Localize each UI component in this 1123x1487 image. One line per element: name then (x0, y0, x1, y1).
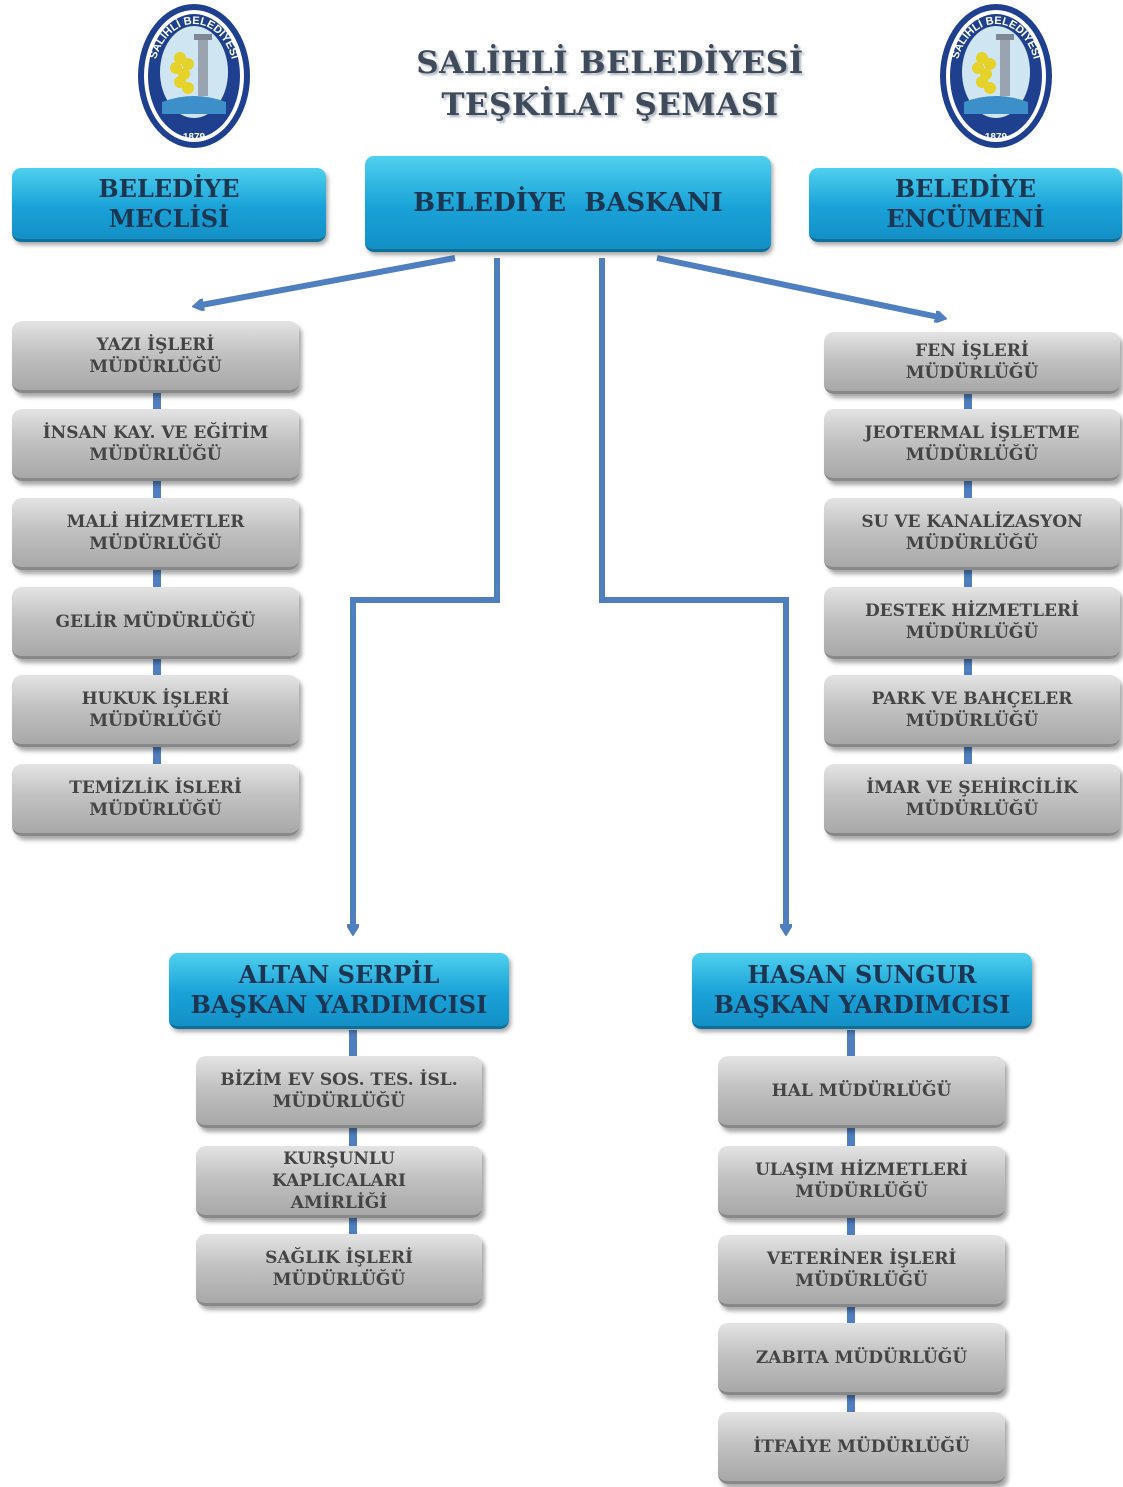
deputy2-unit-box: VETERİNER İŞLERİ MÜDÜRLÜĞÜ (718, 1235, 1005, 1307)
right-unit-label: PARK VE BAHÇELER MÜDÜRLÜĞÜ (871, 688, 1073, 731)
deputy2-unit-label: ULAŞIM HİZMETLERİ MÜDÜRLÜĞÜ (755, 1159, 968, 1202)
deputy2-unit-box: İTFAİYE MÜDÜRLÜĞÜ (718, 1412, 1005, 1484)
left-unit-label: TEMİZLİK İSLERİ MÜDÜRLÜĞÜ (69, 777, 242, 820)
left-unit-label: HUKUK İŞLERİ MÜDÜRLÜĞÜ (81, 688, 230, 731)
belediye-baskani-box: BELEDİYE BASKANI (365, 156, 771, 252)
deputy1-unit-label: SAĞLIK İŞLERİ MÜDÜRLÜĞÜ (265, 1247, 413, 1290)
belediye-baskani-label: BELEDİYE BASKANI (413, 187, 723, 218)
seal-year: 1879 (985, 132, 1008, 143)
deputy-altan-serpil-box: ALTAN SERPİL BAŞKAN YARDIMCISI (169, 953, 509, 1029)
belediye-encumeni-box: BELEDİYE ENCÜMENİ (809, 168, 1122, 242)
left-unit-box: YAZI İŞLERİ MÜDÜRLÜĞÜ (12, 321, 299, 393)
arrow-to-left-column (196, 255, 456, 306)
seal-year: 1879 (183, 132, 206, 143)
deputy2-unit-label: İTFAİYE MÜDÜRLÜĞÜ (753, 1436, 970, 1457)
right-unit-label: İMAR VE ŞEHİRCİLİK MÜDÜRLÜĞÜ (866, 777, 1078, 820)
deputy-altan-serpil-label: ALTAN SERPİL BAŞKAN YARDIMCISI (190, 959, 488, 1019)
left-unit-label: YAZI İŞLERİ MÜDÜRLÜĞÜ (89, 334, 222, 377)
arrow-to-right-column (656, 255, 943, 318)
right-unit-label: SU VE KANALİZASYON MÜDÜRLÜĞÜ (861, 511, 1083, 554)
right-unit-label: FEN İŞLERİ MÜDÜRLÜĞÜ (905, 340, 1039, 383)
right-unit-box: JEOTERMAL İŞLETME MÜDÜRLÜĞÜ (824, 409, 1120, 481)
salihli-seal-right: SALİHLİ BELEDİYESİ 1879 (940, 4, 1052, 148)
right-unit-box: FEN İŞLERİ MÜDÜRLÜĞÜ (824, 332, 1120, 394)
belediye-meclisi-label: BELEDİYE MECLİSİ (98, 173, 240, 233)
left-unit-box: GELİR MÜDÜRLÜĞÜ (12, 587, 299, 659)
left-unit-box: TEMİZLİK İSLERİ MÜDÜRLÜĞÜ (12, 764, 299, 836)
deputy1-unit-label: BİZİM EV SOS. TES. İSL. MÜDÜRLÜĞÜ (220, 1069, 458, 1112)
deputy1-unit-box: KURŞUNLU KAPLICALARI AMİRLİĞİ (196, 1146, 482, 1218)
deputy2-unit-box: HAL MÜDÜRLÜĞÜ (718, 1056, 1005, 1128)
left-unit-label: MALİ HİZMETLER MÜDÜRLÜĞÜ (66, 511, 245, 554)
arrow-to-deputy-left (353, 258, 500, 932)
right-unit-box: SU VE KANALİZASYON MÜDÜRLÜĞÜ (824, 498, 1120, 570)
right-unit-label: JEOTERMAL İŞLETME MÜDÜRLÜĞÜ (864, 422, 1080, 465)
left-unit-box: HUKUK İŞLERİ MÜDÜRLÜĞÜ (12, 675, 299, 747)
arrow-to-deputy-right (599, 258, 786, 932)
belediye-meclisi-box: BELEDİYE MECLİSİ (12, 168, 326, 242)
page-title-line-1: SALİHLİ BELEDİYESİ (416, 45, 804, 81)
left-unit-box: MALİ HİZMETLER MÜDÜRLÜĞÜ (12, 498, 299, 570)
deputy2-unit-label: VETERİNER İŞLERİ MÜDÜRLÜĞÜ (766, 1248, 957, 1291)
right-unit-box: İMAR VE ŞEHİRCİLİK MÜDÜRLÜĞÜ (824, 764, 1120, 836)
left-unit-label: GELİR MÜDÜRLÜĞÜ (55, 611, 256, 632)
deputy-hasan-sungur-box: HASAN SUNGUR BAŞKAN YARDIMCISI (692, 953, 1032, 1029)
deputy1-unit-box: SAĞLIK İŞLERİ MÜDÜRLÜĞÜ (196, 1234, 482, 1306)
deputy2-unit-box: ZABITA MÜDÜRLÜĞÜ (718, 1323, 1005, 1395)
deputy2-unit-label: ZABITA MÜDÜRLÜĞÜ (755, 1347, 968, 1368)
salihli-seal-left: SALİHLİ BELEDİYESİ 1879 (138, 4, 250, 148)
deputy2-unit-label: HAL MÜDÜRLÜĞÜ (771, 1080, 952, 1101)
deputy2-unit-box: ULAŞIM HİZMETLERİ MÜDÜRLÜĞÜ (718, 1146, 1005, 1218)
left-unit-label: İNSAN KAY. VE EĞİTİM MÜDÜRLÜĞÜ (42, 422, 269, 465)
deputy1-unit-box: BİZİM EV SOS. TES. İSL. MÜDÜRLÜĞÜ (196, 1056, 482, 1128)
right-unit-box: PARK VE BAHÇELER MÜDÜRLÜĞÜ (824, 675, 1120, 747)
deputy-hasan-sungur-label: HASAN SUNGUR BAŞKAN YARDIMCISI (713, 959, 1011, 1019)
belediye-encumeni-label: BELEDİYE ENCÜMENİ (886, 173, 1045, 233)
page-title-line-2: TEŞKİLAT ŞEMASI (441, 87, 779, 123)
right-unit-box: DESTEK HİZMETLERİ MÜDÜRLÜĞÜ (824, 587, 1120, 659)
left-unit-box: İNSAN KAY. VE EĞİTİM MÜDÜRLÜĞÜ (12, 409, 299, 481)
right-unit-label: DESTEK HİZMETLERİ MÜDÜRLÜĞÜ (864, 600, 1080, 643)
deputy1-unit-label: KURŞUNLU KAPLICALARI AMİRLİĞİ (272, 1148, 406, 1213)
